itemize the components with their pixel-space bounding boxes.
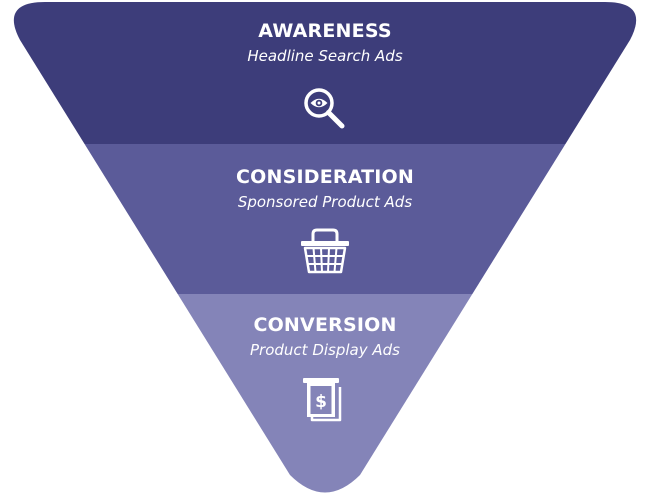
stage-conversion: CONVERSION Product Display Ads xyxy=(0,313,650,360)
magnifier-eye-icon xyxy=(304,88,345,129)
shopping-basket-icon xyxy=(301,228,349,274)
awareness-band xyxy=(13,2,637,144)
stage-title: CONVERSION xyxy=(253,314,397,336)
dollar-receipt-icon: $ xyxy=(303,378,342,422)
svg-text:$: $ xyxy=(315,392,327,412)
stage-title: CONSIDERATION xyxy=(235,166,415,188)
stage-subtitle: Product Display Ads xyxy=(250,341,400,359)
stage-title: AWARENESS xyxy=(258,20,392,42)
stage-subtitle: Headline Search Ads xyxy=(247,47,403,65)
stage-subtitle: Sponsored Product Ads xyxy=(237,193,413,211)
stage-awareness: AWARENESS Headline Search Ads xyxy=(0,19,650,66)
stage-consideration: CONSIDERATION Sponsored Product Ads xyxy=(0,165,650,212)
